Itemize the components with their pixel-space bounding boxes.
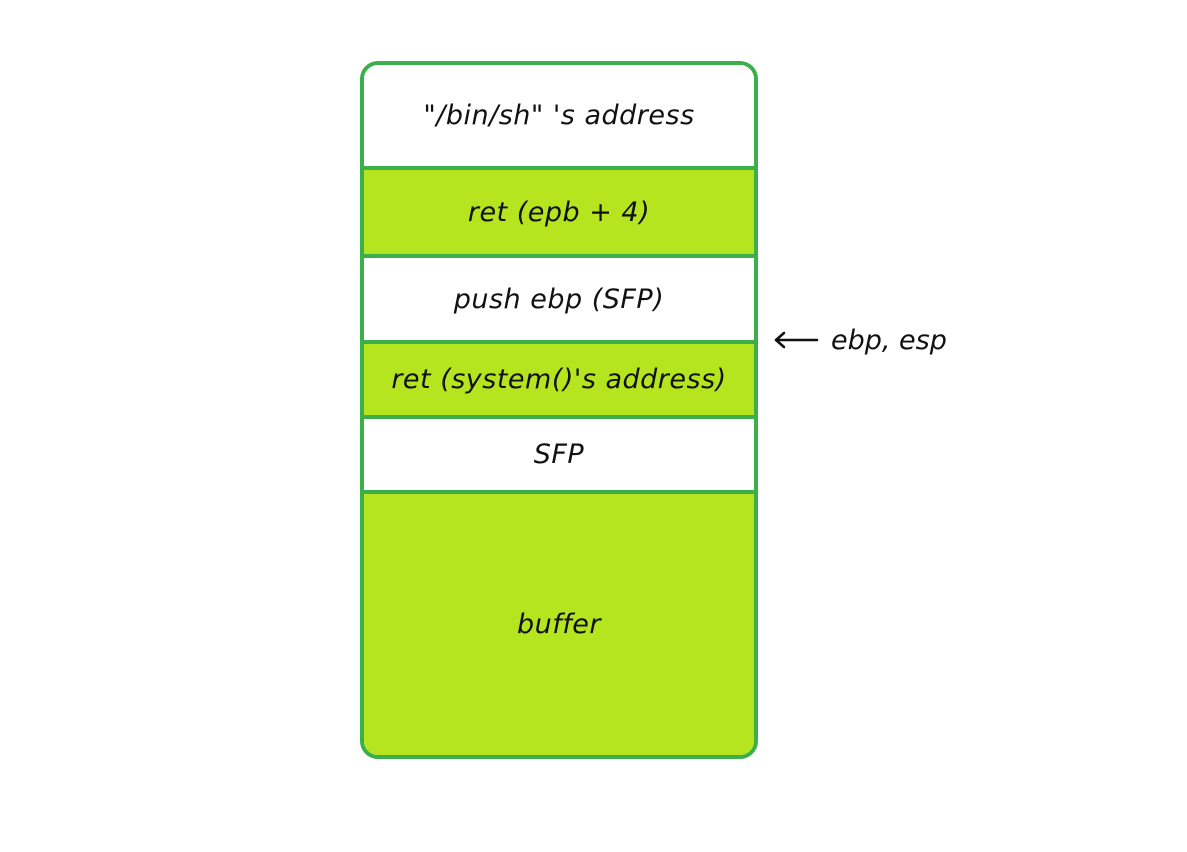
stack-divider <box>364 340 754 344</box>
stack-divider <box>364 415 754 419</box>
stack-divider <box>364 490 754 494</box>
left-arrow-icon <box>774 331 819 349</box>
pointer-label: ebp, esp <box>831 324 947 356</box>
stack-cell-ret-epb-plus-4: ret (epb + 4) <box>364 170 754 254</box>
stack-cell-ret-system-address: ret (system()'s address) <box>364 344 754 415</box>
stack-cell-label: push ebp (SFP) <box>453 283 665 315</box>
stack-cell-label: buffer <box>517 609 601 640</box>
stack-cell-sfp: SFP <box>364 419 754 490</box>
ebp-esp-pointer: ebp, esp <box>773 322 947 358</box>
stack-cell-label: ret (system()'s address) <box>391 364 727 395</box>
stack-cell-push-ebp-sfp: push ebp (SFP) <box>364 258 754 340</box>
stack-diagram: "/bin/sh" 's address ret (epb + 4) push … <box>360 61 758 759</box>
stack-cell-label: ret (epb + 4) <box>467 196 651 228</box>
stack-divider <box>364 166 754 170</box>
stack-cell-binsh-address: "/bin/sh" 's address <box>364 65 754 166</box>
stack-divider <box>364 254 754 258</box>
stack-cell-label: SFP <box>533 439 585 470</box>
stack-cell-buffer: buffer <box>364 494 754 755</box>
stack-cell-label: "/bin/sh" 's address <box>423 100 695 131</box>
